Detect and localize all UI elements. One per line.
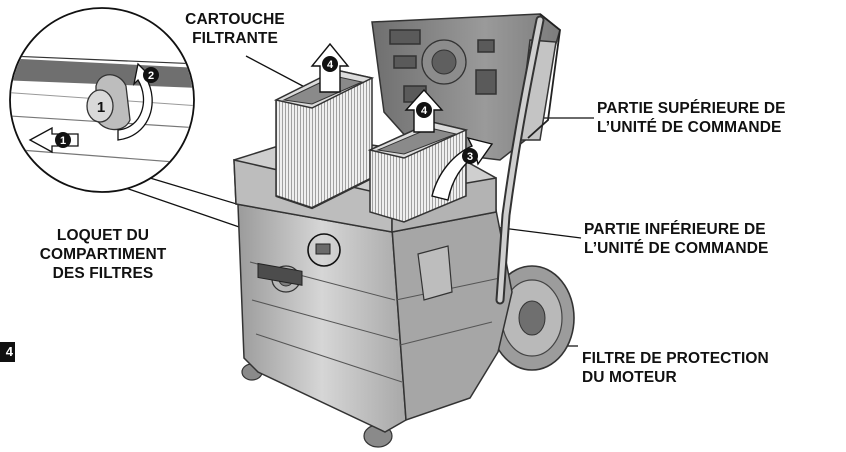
step-marker-4a: 4 xyxy=(322,56,338,72)
figure-number-tag: 4 xyxy=(0,342,15,362)
step-marker-3: 3 xyxy=(462,148,478,164)
svg-text:4: 4 xyxy=(327,59,334,71)
handle-bar xyxy=(495,15,545,305)
latch-highlight xyxy=(307,233,341,267)
svg-text:1: 1 xyxy=(60,135,66,147)
side-handle xyxy=(417,245,453,301)
label-filter-latch: LOQUET DU COMPARTIMENT DES FILTRES xyxy=(39,227,167,282)
step-markers: 1 2 3 4 4 1 xyxy=(55,56,478,164)
label-motor-filter: FILTRE DE PROTECTION DU MOTEUR xyxy=(582,350,769,386)
step-marker-1: 1 xyxy=(55,132,71,148)
svg-text:3: 3 xyxy=(467,151,473,163)
step-marker-4b: 4 xyxy=(416,102,432,118)
latch-detail-inset xyxy=(9,7,195,193)
label-upper-control-unit: PARTIE SUPÉRIEURE DE L’UNITÉ DE COMMANDE xyxy=(597,100,786,136)
label-filter-cartridge: CARTOUCHE FILTRANTE xyxy=(185,11,285,47)
label-lower-control-unit: PARTIE INFÉRIEURE DE L’UNITÉ DE COMMANDE xyxy=(584,221,769,257)
svg-text:2: 2 xyxy=(148,70,154,82)
svg-text:4: 4 xyxy=(421,105,428,117)
vacuum-body xyxy=(237,195,513,433)
step-marker-2: 2 xyxy=(143,67,159,83)
latch-position-mark: 1 xyxy=(97,99,105,116)
latch-slot xyxy=(257,262,303,286)
